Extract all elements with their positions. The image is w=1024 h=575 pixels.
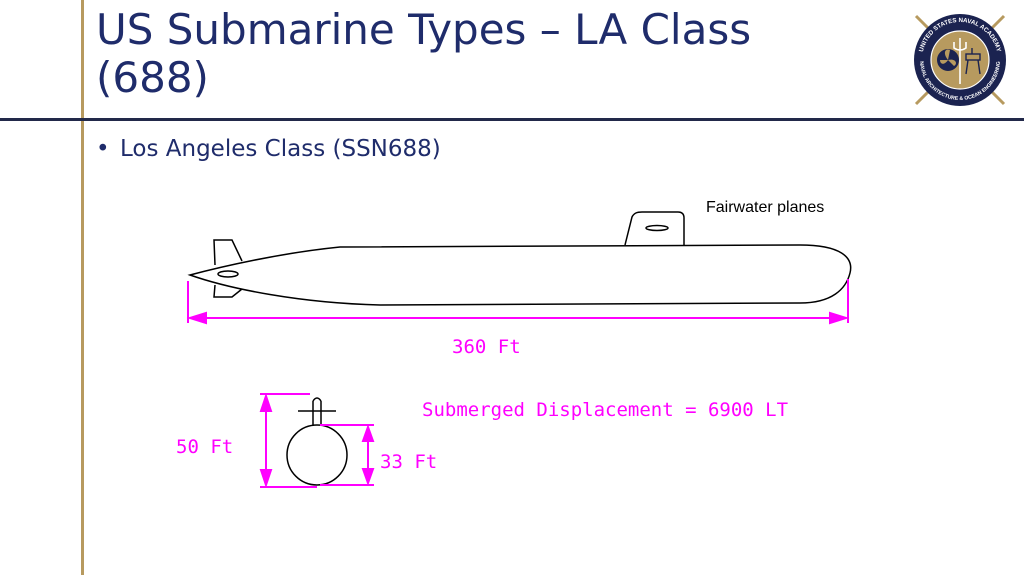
- diameter-dimension-line: [320, 424, 375, 486]
- bullet-item: • Los Angeles Class (SSN688): [96, 133, 441, 165]
- bullet-list: • Los Angeles Class (SSN688): [96, 133, 441, 165]
- propeller-icon: [937, 49, 959, 71]
- bullet-text: Los Angeles Class (SSN688): [120, 136, 441, 162]
- slide-title: US Submarine Types – LA Class (688): [96, 5, 752, 102]
- submarine-cross-section: [286, 397, 348, 486]
- trident-icon: [953, 38, 967, 84]
- offshore-platform-icon: [965, 48, 981, 75]
- height-label: 50 Ft: [176, 436, 233, 458]
- height-dimension-line: [259, 392, 317, 489]
- submarine-profile-hull: [187, 239, 852, 306]
- length-label: 360 Ft: [452, 336, 521, 358]
- submarine-drawing: Fairwater planes 360 Ft Submerged Displa…: [176, 199, 852, 489]
- fairwater-sail: [624, 211, 685, 246]
- usna-naoe-seal-logo: UNITED STATES NAVAL ACADEMY NAVAL ARCHIT…: [914, 14, 1006, 106]
- fairwater-planes-label: Fairwater planes: [706, 199, 824, 216]
- displacement-label: Submerged Displacement = 6900 LT: [422, 399, 788, 421]
- bullet-marker: •: [96, 136, 110, 162]
- diameter-label: 33 Ft: [380, 451, 437, 473]
- header-divider: [0, 118, 1024, 121]
- length-dimension-line: [186, 279, 850, 325]
- vertical-gold-rule: [81, 0, 84, 575]
